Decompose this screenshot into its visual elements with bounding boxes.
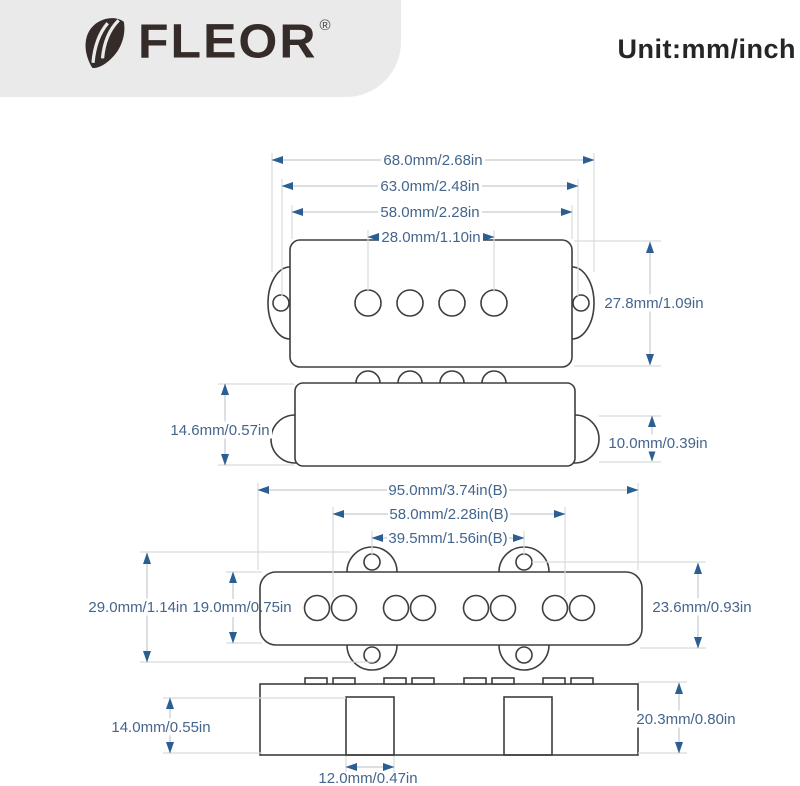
dim-j-height-right: 23.6mm/0.93in [652, 599, 751, 616]
dim-p-width-holes: 63.0mm/2.48in [380, 178, 479, 195]
dim-p-width-outer: 68.0mm/2.68in [383, 152, 482, 169]
p-pickup-body-side [294, 382, 576, 467]
dim-p-height: 27.8mm/1.09in [604, 295, 703, 312]
pole-piece [568, 594, 596, 622]
dim-j-width-outer: 95.0mm/3.74in(B) [388, 482, 507, 499]
label-backgrounds [86, 151, 754, 736]
mounting-hole [572, 294, 590, 312]
leaf-logo-icon [85, 18, 125, 69]
pole-piece [409, 594, 437, 622]
dim-p-side-height: 14.6mm/0.57in [170, 422, 269, 439]
p-pickup-cover [289, 239, 573, 368]
dim-p-width-body: 58.0mm/2.28in [380, 204, 479, 221]
dim-j-height-body: 19.0mm/0.75in [192, 599, 291, 616]
registered-trademark-icon: ® [319, 17, 331, 34]
dim-j-ear-span: 39.5mm/1.56in(B) [388, 530, 507, 547]
brand-plate [0, 0, 401, 97]
pole-piece-top [542, 677, 566, 685]
pole-piece-bump [397, 370, 423, 384]
pole-piece [480, 289, 508, 317]
pole-piece-top [411, 677, 435, 685]
j-pickup-side-view [259, 677, 639, 756]
pole-piece-top [332, 677, 356, 685]
mounting-hole [515, 553, 533, 571]
pole-piece [462, 594, 490, 622]
pole-piece-top [491, 677, 515, 685]
brand-logo: FLEOR ® [82, 12, 331, 74]
pole-piece-bump [355, 370, 381, 384]
p-pickup-side-view [270, 370, 600, 467]
dim-j-lug-height: 14.0mm/0.55in [111, 719, 210, 736]
pole-piece [541, 594, 569, 622]
pole-piece [354, 289, 382, 317]
dim-j-pole-span: 58.0mm/2.28in(B) [389, 506, 508, 523]
dim-p-tab-height: 10.0mm/0.39in [608, 435, 707, 452]
dim-j-height-outer: 29.0mm/1.14in [88, 599, 187, 616]
pole-piece [396, 289, 424, 317]
brand-name: FLEOR [138, 13, 318, 69]
mounting-lug [345, 696, 395, 756]
mounting-hole [363, 553, 381, 571]
mounting-hole [363, 646, 381, 664]
dim-j-lug-width: 12.0mm/0.47in [318, 770, 417, 786]
dim-p-pole-span: 28.0mm/1.10in [381, 229, 480, 246]
pole-piece-bump [439, 370, 465, 384]
pole-piece-top [383, 677, 407, 685]
j-pickup-cover [259, 571, 643, 646]
pole-piece-top [570, 677, 594, 685]
mounting-hole [272, 294, 290, 312]
j-pickup-body-side [259, 683, 639, 756]
pole-piece [438, 289, 466, 317]
mounting-lug [503, 696, 553, 756]
p-pickup-front-view [267, 239, 595, 368]
pole-piece [303, 594, 331, 622]
pole-piece [382, 594, 410, 622]
j-pickup-front-view [259, 546, 643, 671]
pole-piece [330, 594, 358, 622]
pole-piece-bump [481, 370, 507, 384]
mounting-hole [515, 646, 533, 664]
dimension-labels: 68.0mm/2.68in 63.0mm/2.48in 58.0mm/2.28i… [88, 152, 751, 786]
unit-label: Unit:mm/inch [617, 34, 796, 64]
dim-j-side-height: 20.3mm/0.80in [636, 711, 735, 728]
pole-piece [489, 594, 517, 622]
pole-piece-top [304, 677, 328, 685]
pole-piece-top [463, 677, 487, 685]
